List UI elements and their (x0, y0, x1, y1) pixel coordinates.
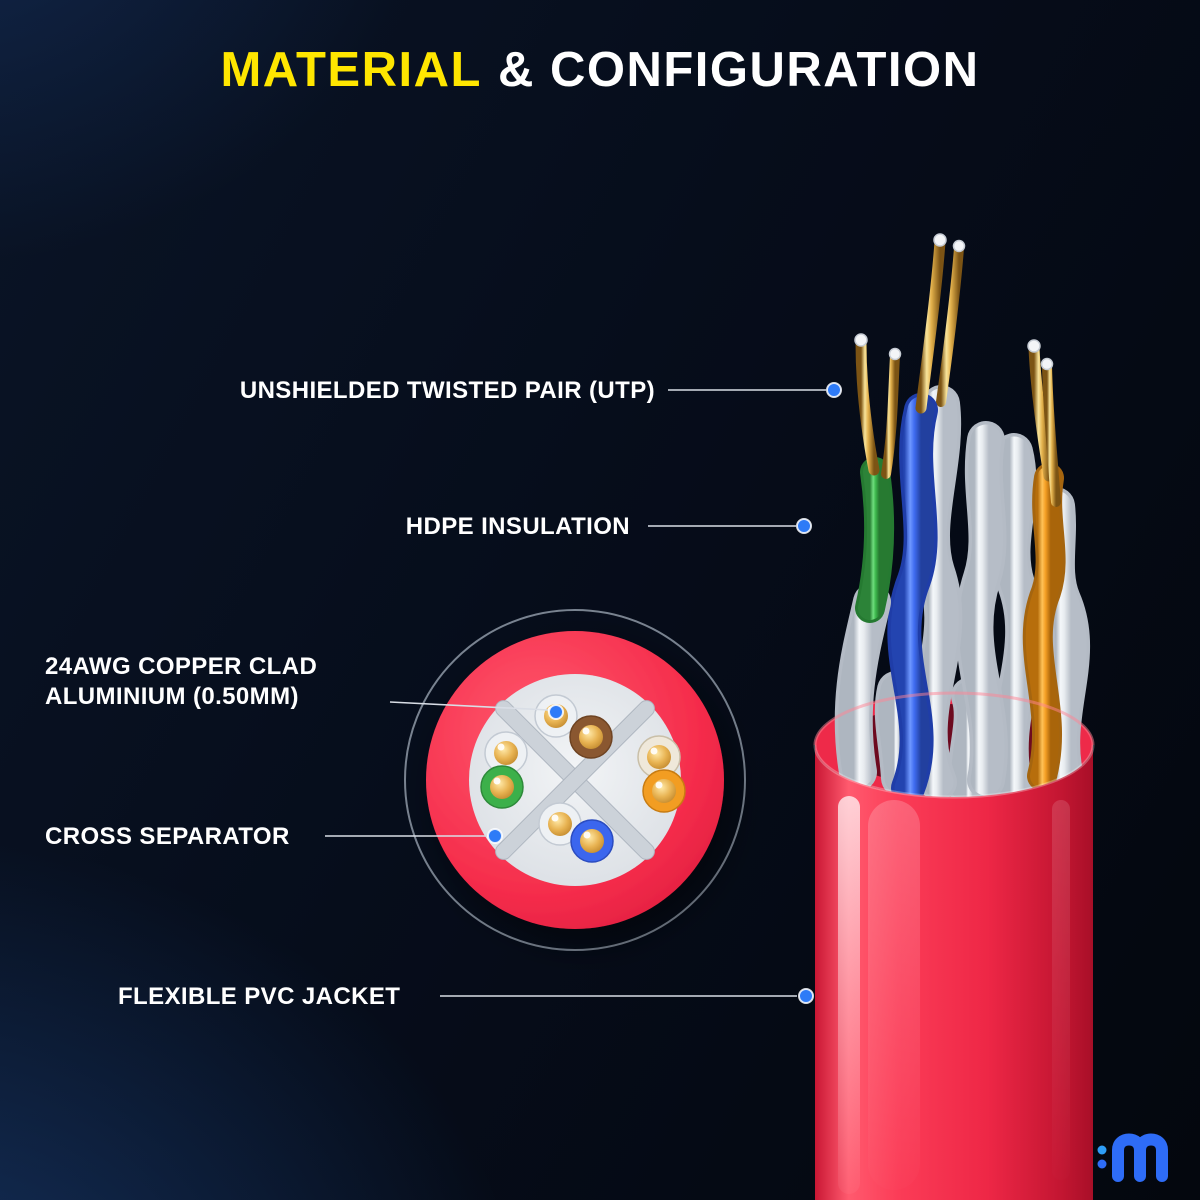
callout-dot-cross (487, 828, 503, 844)
callout-lines (325, 382, 842, 1004)
brand-logo (1097, 1133, 1168, 1182)
jacket-back-highlight (813, 691, 1095, 746)
copper-conductor (1028, 342, 1055, 482)
label-copper: 24AWG COPPER CLAD ALUMINIUM (0.50MM) (45, 652, 317, 712)
label-utp: UNSHIELDED TWISTED PAIR (UTP) (239, 377, 655, 404)
callout-dot-jacket (798, 988, 814, 1004)
jacket-specular-highlight (838, 796, 860, 1194)
label-copper-line1: 24AWG COPPER CLAD (45, 653, 318, 680)
callout-dot-utp (826, 382, 842, 398)
cable-3d-render (813, 233, 1095, 1200)
jacket-lip-highlight (813, 744, 1095, 799)
label-copper-line2: ALUMINIUM (0.50MM) (45, 683, 299, 710)
cross-separator-spline (495, 700, 655, 860)
logo-dot-bottom (1097, 1159, 1107, 1169)
bare-conductor-tip (1027, 339, 1041, 353)
label-hdpe: HDPE INSULATION (405, 513, 630, 540)
logo-wave-m-icon (1112, 1133, 1168, 1182)
callout-dot-hdpe (796, 518, 812, 534)
cable-cross-section (404, 609, 746, 951)
callout-dot-copper (548, 704, 564, 720)
page-title: MATERIAL & CONFIGURATION (0, 42, 1200, 98)
callout-line-copper (389, 701, 549, 711)
label-cross-separator: CROSS SEPARATOR (45, 823, 290, 850)
inset-outline-circle (404, 609, 746, 951)
logo-dot-top (1097, 1145, 1107, 1155)
title-highlight: MATERIAL (220, 43, 482, 97)
label-pvc-jacket: FLEXIBLE PVC JACKET (118, 983, 401, 1010)
title-rest: & CONFIGURATION (497, 43, 980, 97)
